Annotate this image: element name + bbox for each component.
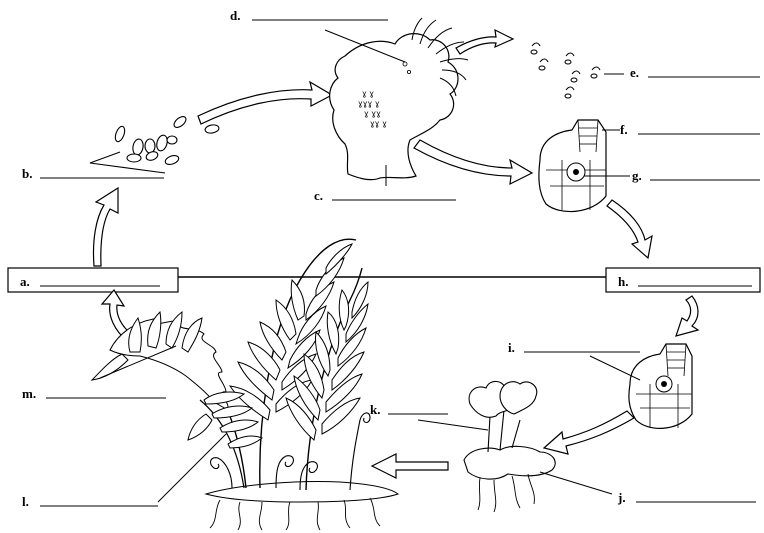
rhizome bbox=[206, 482, 398, 503]
label-line-i bbox=[590, 356, 640, 380]
svg-text:ɣɣ ɣ: ɣɣ ɣ bbox=[370, 119, 387, 128]
arrow-to-egg bbox=[414, 140, 532, 184]
label-line-j bbox=[540, 472, 612, 494]
label-h: h. bbox=[618, 274, 628, 289]
archegonium-with-zygote bbox=[629, 344, 692, 428]
label-m: m. bbox=[22, 386, 36, 401]
label-d: d. bbox=[230, 8, 240, 23]
arrow-to-zygote bbox=[676, 296, 698, 336]
label-f: f. bbox=[620, 122, 628, 137]
svg-text:ɣ ɣɣ: ɣ ɣɣ bbox=[364, 109, 381, 118]
label-e: e. bbox=[630, 65, 639, 80]
label-b: b. bbox=[22, 166, 32, 181]
label-j: j. bbox=[617, 490, 626, 505]
arrow-fertilization bbox=[607, 200, 652, 258]
label-a: a. bbox=[20, 274, 30, 289]
svg-text:ɣɣɣ ɣ: ɣɣɣ ɣ bbox=[358, 99, 380, 108]
svg-text:ɣ ɣ: ɣ ɣ bbox=[362, 89, 374, 98]
sperm-cells bbox=[531, 43, 600, 98]
arrow-to-mature-fern bbox=[372, 454, 448, 478]
arrow-to-young-sporophyte bbox=[544, 411, 634, 454]
arrow-meiosis-up bbox=[93, 188, 118, 266]
archegonium-with-egg bbox=[539, 120, 606, 212]
young-sporophyte bbox=[464, 381, 555, 512]
label-line-k bbox=[418, 420, 488, 430]
label-i: i. bbox=[508, 340, 515, 355]
label-l: l. bbox=[22, 494, 29, 509]
label-g: g. bbox=[632, 168, 642, 183]
box-a bbox=[8, 268, 178, 292]
arrow-to-sperm bbox=[456, 30, 513, 54]
box-h bbox=[606, 268, 760, 292]
label-c: c. bbox=[314, 188, 323, 203]
label-k: k. bbox=[370, 402, 380, 417]
arrow-spores-to-gametophyte bbox=[198, 82, 332, 124]
